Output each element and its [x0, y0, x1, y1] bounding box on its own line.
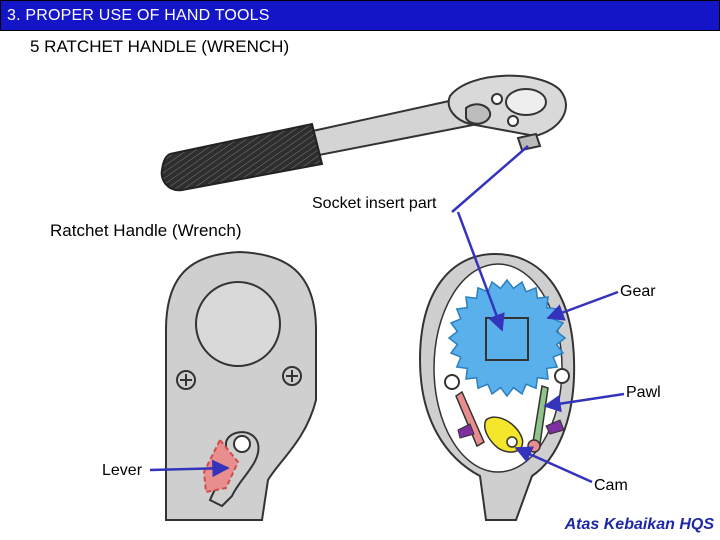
- slide-subtitle: 5 RATCHET HANDLE (WRENCH): [30, 37, 290, 56]
- header-title: 3. PROPER USE OF HAND TOOLS: [7, 7, 270, 24]
- gear-label: Gear: [620, 283, 656, 300]
- header-bar: 3. PROPER USE OF HAND TOOLS: [0, 0, 720, 31]
- ratchet-cutaway: [418, 252, 576, 521]
- pointer-arrows: [149, 145, 625, 484]
- arrow-pawl: [543, 392, 625, 413]
- arrow-socket-to-gear: [456, 211, 505, 332]
- pawl-label: Pawl: [626, 384, 661, 401]
- arrow-lever: [149, 459, 230, 478]
- arrow-gear: [546, 290, 619, 321]
- wrench-illustration: [160, 74, 567, 192]
- socket-insert-label: Socket insert part: [312, 195, 437, 212]
- lever-label: Lever: [102, 462, 143, 479]
- ratchet-handle-label: Ratchet Handle (Wrench): [50, 221, 242, 240]
- arrow-cam: [514, 446, 593, 484]
- footer-credit: Atas Kebaikan HQS: [564, 516, 714, 533]
- arrow-socket: [451, 145, 529, 213]
- ratchet-head-outline: [165, 250, 317, 521]
- cam-label: Cam: [594, 477, 628, 494]
